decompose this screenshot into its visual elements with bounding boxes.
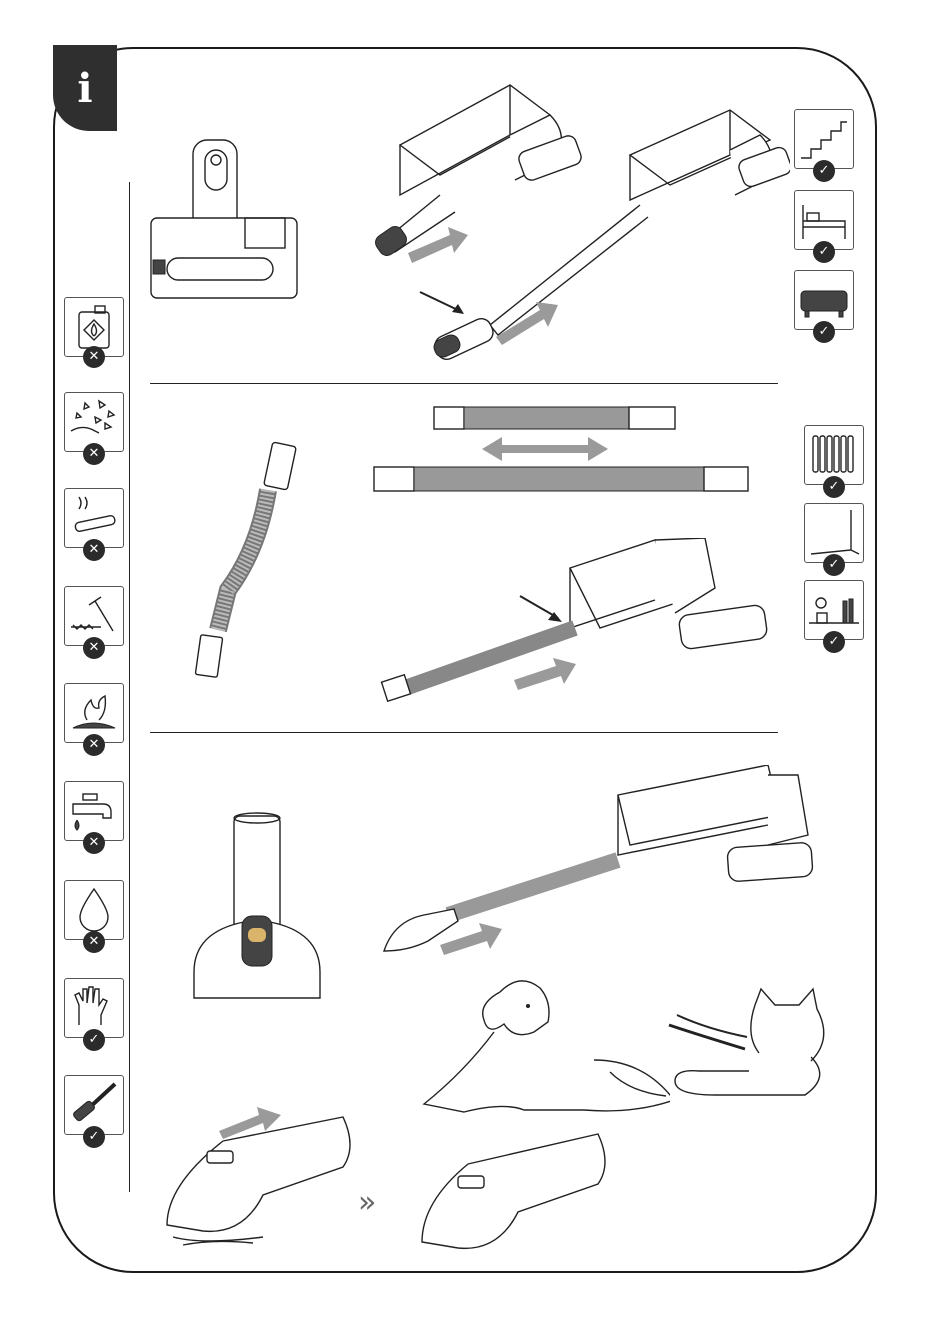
burning-ash-icon: ✕ (64, 683, 124, 743)
gloves-icon: ✓ (64, 978, 124, 1038)
next-step-chevrons: » (358, 1185, 376, 1220)
info-icon: i (53, 45, 117, 131)
left-divider (129, 182, 130, 1192)
allowed-badge: ✓ (823, 554, 845, 576)
allowed-badge: ✓ (83, 1126, 105, 1148)
flammable-liquid-icon: ✕ (64, 297, 124, 357)
brush-icon: ✓ (64, 1075, 124, 1135)
pet-brush-clump-illustration (163, 1095, 363, 1250)
turbo-brush-illustration (145, 138, 305, 303)
glass-shards-icon: ✕ (64, 392, 124, 452)
prohibited-badge: ✕ (83, 832, 105, 854)
prohibited-badge: ✕ (83, 637, 105, 659)
allowed-badge: ✓ (813, 241, 835, 263)
prohibited-badge: ✕ (83, 931, 105, 953)
sofa-icon: ✓ (794, 270, 854, 330)
section-divider-1 (150, 383, 778, 384)
dog-illustration (410, 972, 670, 1132)
flexible-hose-illustration (190, 440, 300, 680)
pet-brush-clean-illustration (418, 1130, 618, 1255)
radiator-icon: ✓ (804, 425, 864, 485)
prohibited-badge: ✕ (83, 734, 105, 756)
vacuum-pet-brush-illustration (378, 765, 818, 965)
vacuum-long-illustration (420, 105, 790, 365)
liquid-drop-icon: ✕ (64, 880, 124, 940)
room-corner-icon: ✓ (804, 503, 864, 563)
allowed-badge: ✓ (83, 1029, 105, 1051)
shelf-icon: ✓ (804, 580, 864, 640)
allowed-badge: ✓ (813, 321, 835, 343)
hose-extension-illustration (370, 405, 760, 505)
cat-illustration (665, 985, 855, 1115)
faucet-water-icon: ✕ (64, 781, 124, 841)
pet-brush-illustration (190, 812, 325, 1002)
pointer-arrow (418, 288, 468, 318)
prohibited-badge: ✕ (83, 443, 105, 465)
stairs-icon: ✓ (794, 109, 854, 169)
bed-icon: ✓ (794, 190, 854, 250)
vacuum-hose-illustration (380, 538, 780, 708)
prohibited-badge: ✕ (83, 539, 105, 561)
section-divider-2 (150, 732, 778, 733)
allowed-badge: ✓ (823, 476, 845, 498)
nails-screws-icon: ✕ (64, 586, 124, 646)
prohibited-badge: ✕ (83, 346, 105, 368)
cigarette-icon: ✕ (64, 488, 124, 548)
allowed-badge: ✓ (813, 160, 835, 182)
allowed-badge: ✓ (823, 631, 845, 653)
